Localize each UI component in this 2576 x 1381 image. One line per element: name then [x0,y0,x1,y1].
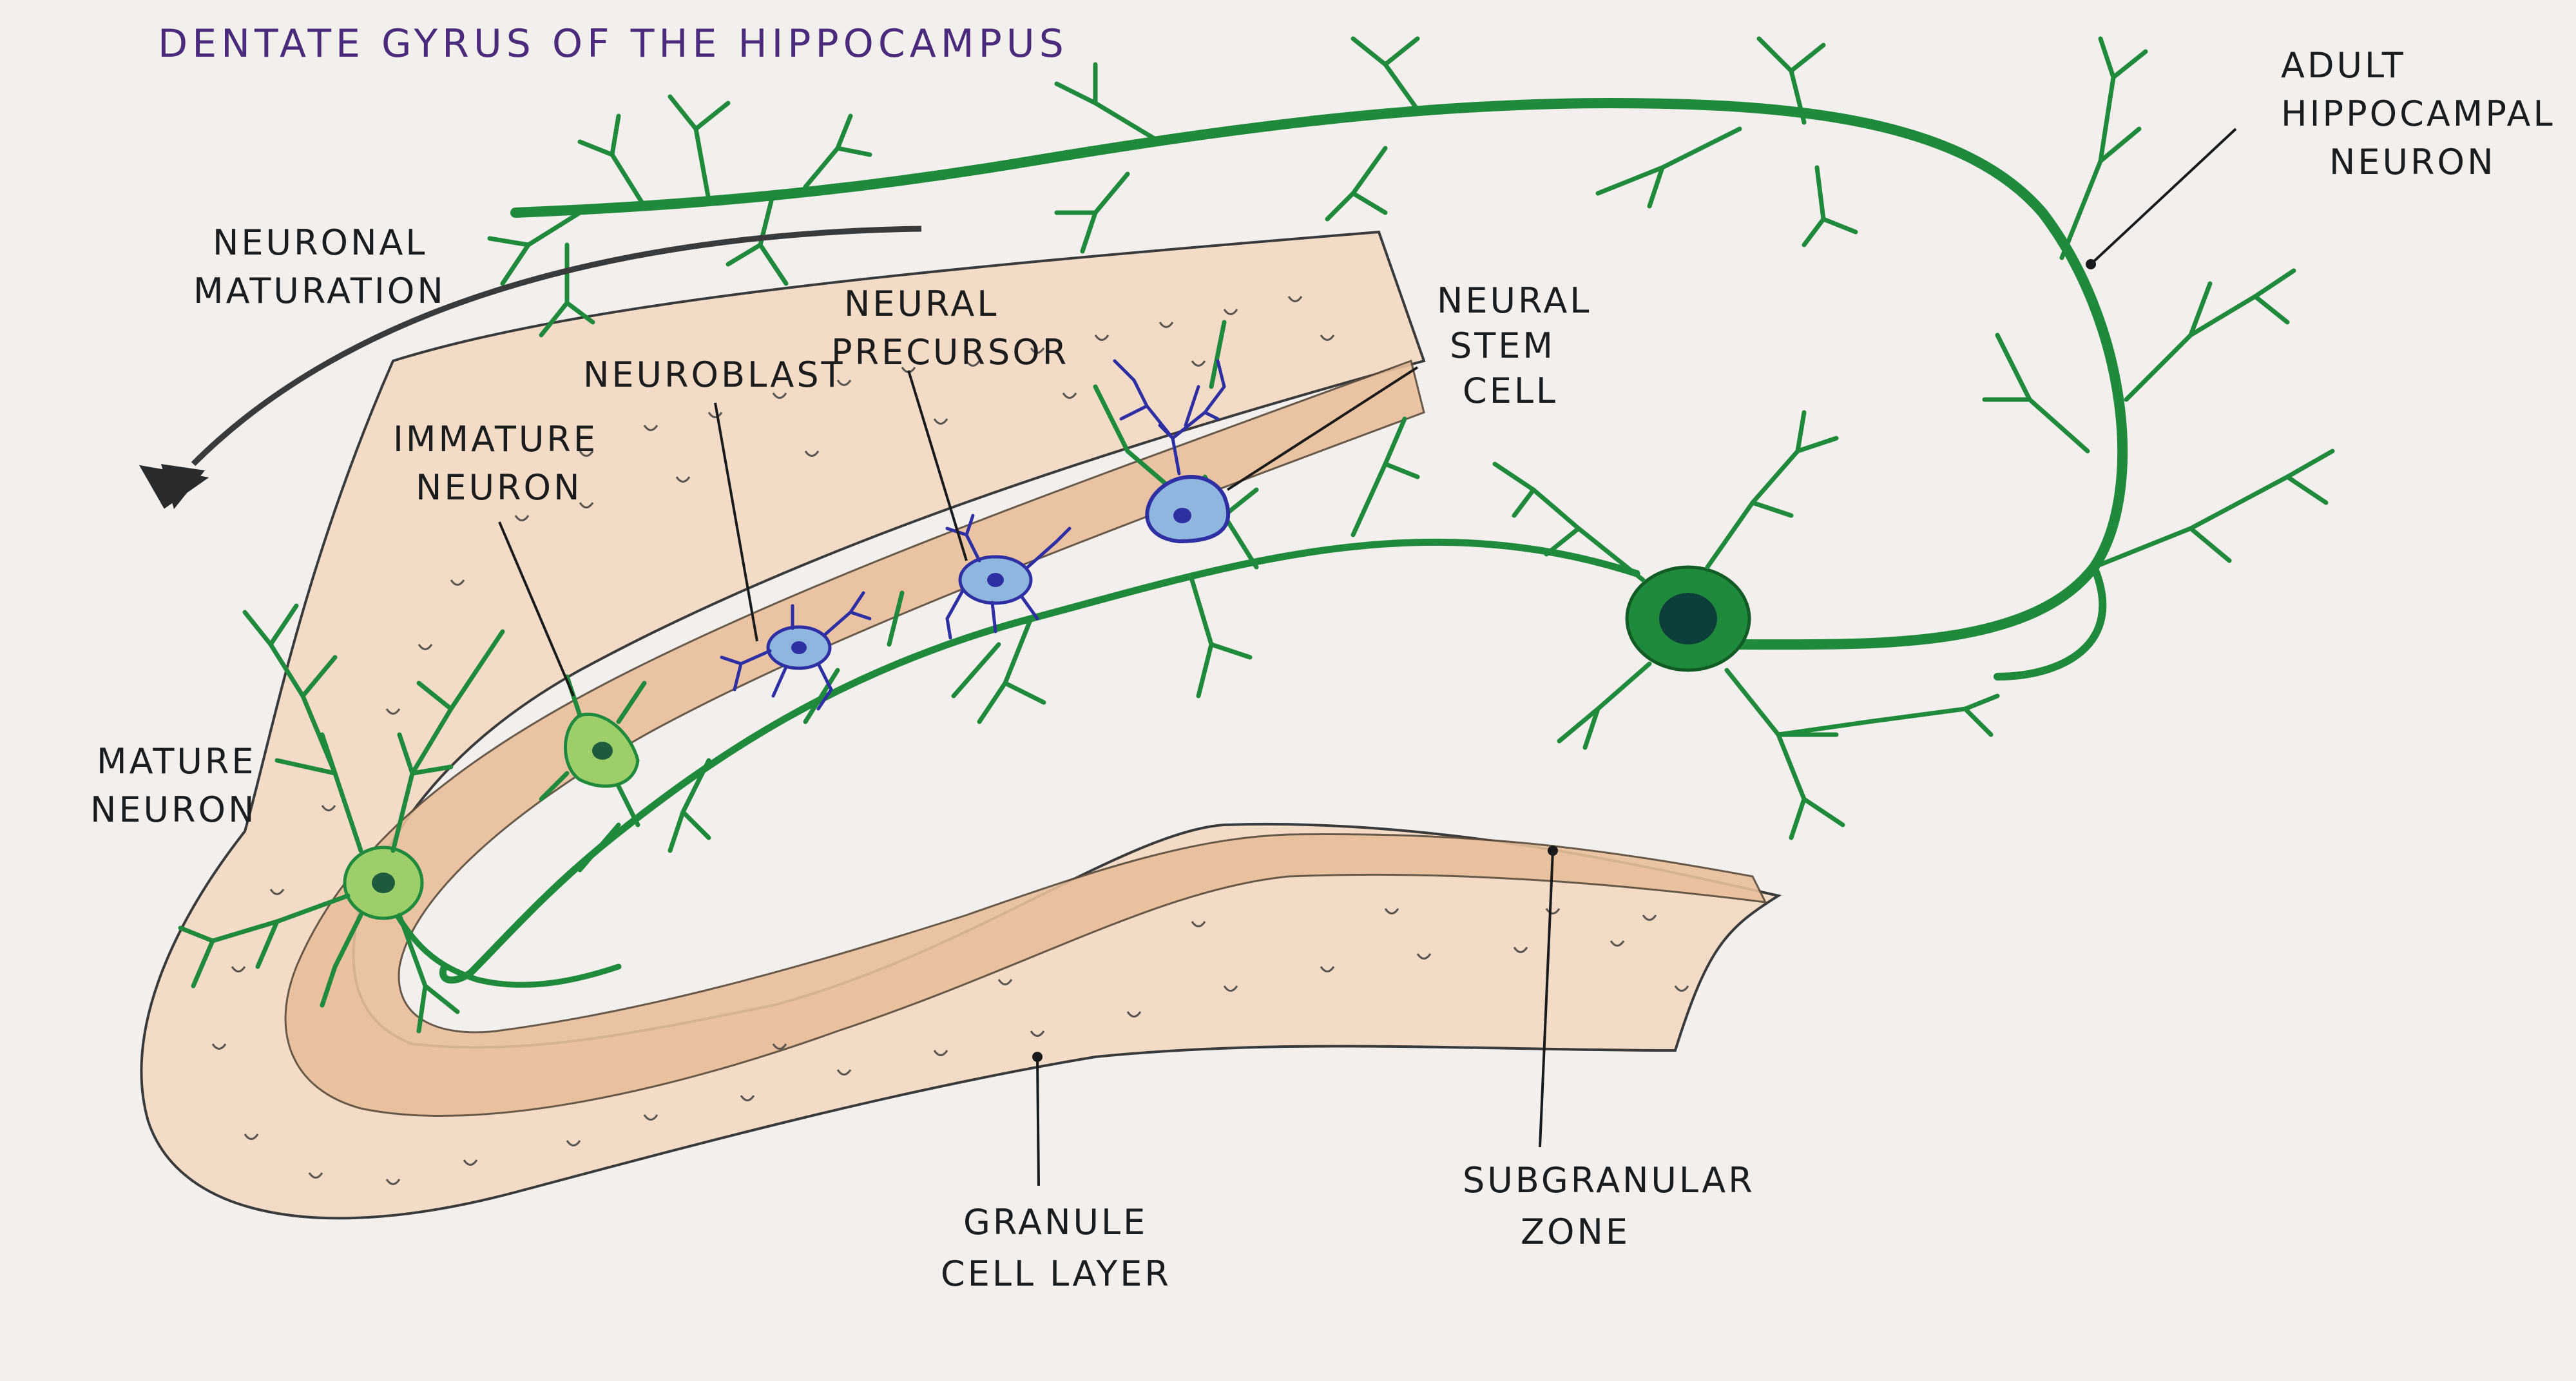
granule-cell-layer [140,230,1782,1220]
mature-neuron-cell [178,603,622,1034]
label-mature-neuron: MATURE NEURON [90,741,270,830]
label-neural-stem-cell: NEURAL STEM CELL [1437,280,1606,411]
label-immature-neuron: IMMATURE NEURON [393,419,611,508]
label-neuroblast: NEUROBLAST [583,354,845,395]
leader-line-neural-precursor [907,370,968,561]
label-neural-precursor: NEURAL PRECURSOR [831,284,1069,372]
leader-line-immature-neuron [498,521,575,697]
leader-line-adult-neuron [2090,128,2237,266]
diagram-title: DENTATE GYRUS OF THE HIPPOCAMPUS [158,21,1068,66]
leader-line-neural-stem-cell [1226,366,1419,491]
neural-stem-cell [1113,359,1231,544]
leader-line-subgranular-zone [1539,850,1554,1148]
immature-neuron-cell [539,674,647,827]
neural-precursor-cell [945,514,1072,640]
label-neuronal-maturation: NEURONAL MATURATION [193,222,446,311]
maturation-arrow [139,226,922,509]
leader-line-granule-cell-layer [1036,1056,1040,1186]
leader-line-neuroblast [714,402,758,642]
label-adult-hippocampal-neuron: ADULT HIPPOCAMPAL NEURON [2281,45,2569,182]
granule-cell-texture [211,296,1689,1185]
neuroblast-cell [720,591,872,711]
label-subgranular-zone: SUBGRANULAR ZONE [1463,1160,1769,1252]
label-granule-cell-layer: GRANULE CELL LAYER [941,1202,1171,1294]
